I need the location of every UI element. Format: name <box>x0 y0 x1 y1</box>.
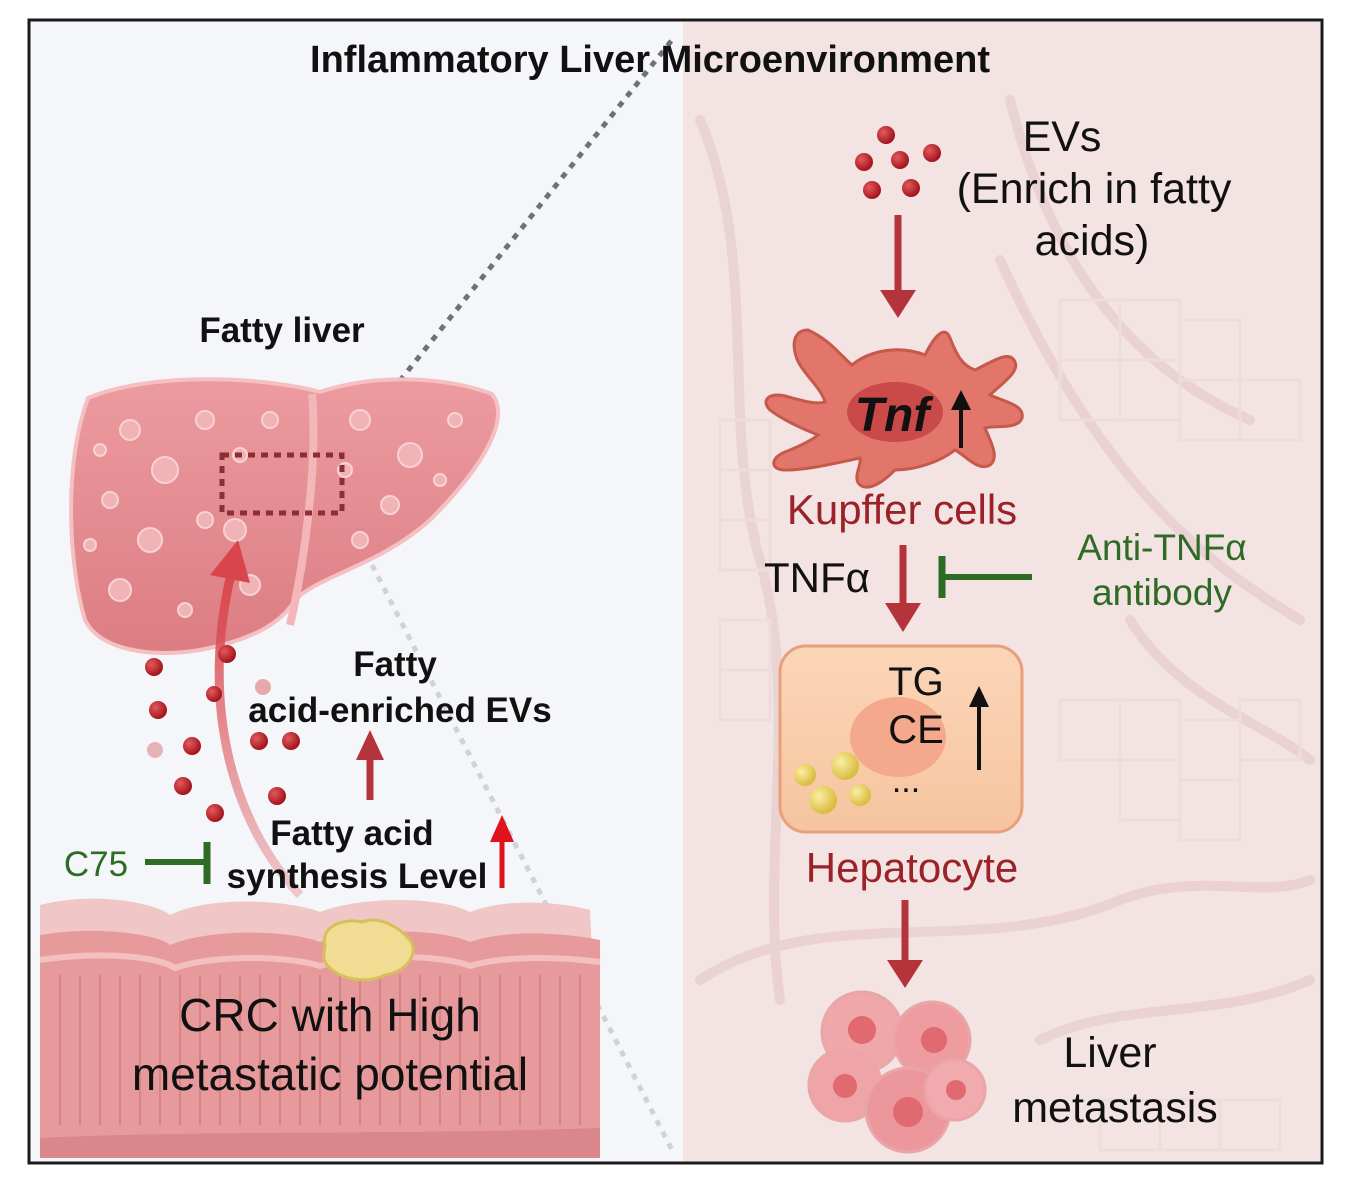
zoom-line-top <box>341 38 674 454</box>
fatty-evs-label-line2: acid-enriched EVs <box>248 691 551 730</box>
hepatocyte-label: Hepatocyte <box>806 844 1018 891</box>
crc-label-line2: metastatic potential <box>132 1048 528 1100</box>
evs-to-kupffer-arrowhead <box>880 290 916 318</box>
fatty-liver-label: Fatty liver <box>199 311 365 350</box>
zoom-line-bottom <box>369 563 675 1152</box>
fatty-acid-synthesis-line2: synthesis Level <box>227 857 488 896</box>
figure-title: Inflammatory Liver Microenvironment <box>310 39 990 81</box>
fatty-acid-synthesis-line1: Fatty acid <box>270 814 433 853</box>
anti-tnfa-label-line2: antibody <box>1092 572 1232 613</box>
ce-label: CE <box>888 708 944 752</box>
liver-metastasis-cells <box>807 990 987 1154</box>
right-panel-background <box>683 22 1320 1161</box>
synthesis-to-evs-arrowhead <box>356 730 384 760</box>
extracellular-vesicles-left <box>145 645 300 822</box>
evs-label-line3: acids) <box>1035 217 1150 265</box>
c75-inhibitor-label: C75 <box>64 845 128 884</box>
kupffer-cell-illustration <box>764 328 1024 489</box>
liver-tissue-texture <box>695 95 1315 1045</box>
lipid-up-arrowhead <box>969 686 989 707</box>
anti-tnfa-label-line1: Anti-TNFα <box>1077 527 1246 568</box>
lipid-ellipsis: ... <box>892 762 920 800</box>
zoom-region-box <box>219 452 345 516</box>
fatty-liver-illustration <box>69 377 500 655</box>
liver-metastasis-label-line2: metastasis <box>1012 1084 1218 1132</box>
extracellular-vesicles-right <box>855 126 941 199</box>
increase-arrowhead-red <box>490 815 514 842</box>
tumor-mass <box>322 918 415 982</box>
evs-label-line2: (Enrich in fatty <box>957 165 1232 213</box>
kupffer-to-hepatocyte-arrowhead <box>885 603 921 632</box>
kupffer-cells-label: Kupffer cells <box>787 486 1017 533</box>
crc-label-line1: CRC with High <box>179 989 481 1041</box>
tnf-gene-label: Tnf <box>855 389 934 442</box>
evs-label-line1: EVs <box>1023 113 1102 161</box>
curved-arrow-head <box>210 540 250 583</box>
ev-transport-curved-arrow <box>214 568 304 899</box>
hepatocyte-to-metastasis-arrowhead <box>887 960 923 988</box>
liver-metastasis-label-line1: Liver <box>1063 1029 1156 1077</box>
tnf-up-arrowhead <box>951 390 971 410</box>
tnfa-label: TNFα <box>764 554 870 601</box>
fatty-evs-label-line1: Fatty <box>353 645 437 684</box>
hepatocyte-illustration <box>778 644 1024 834</box>
colon-tissue-illustration <box>39 898 601 1158</box>
tg-label: TG <box>888 660 944 704</box>
hepatocyte-grid-texture <box>718 298 1302 1152</box>
